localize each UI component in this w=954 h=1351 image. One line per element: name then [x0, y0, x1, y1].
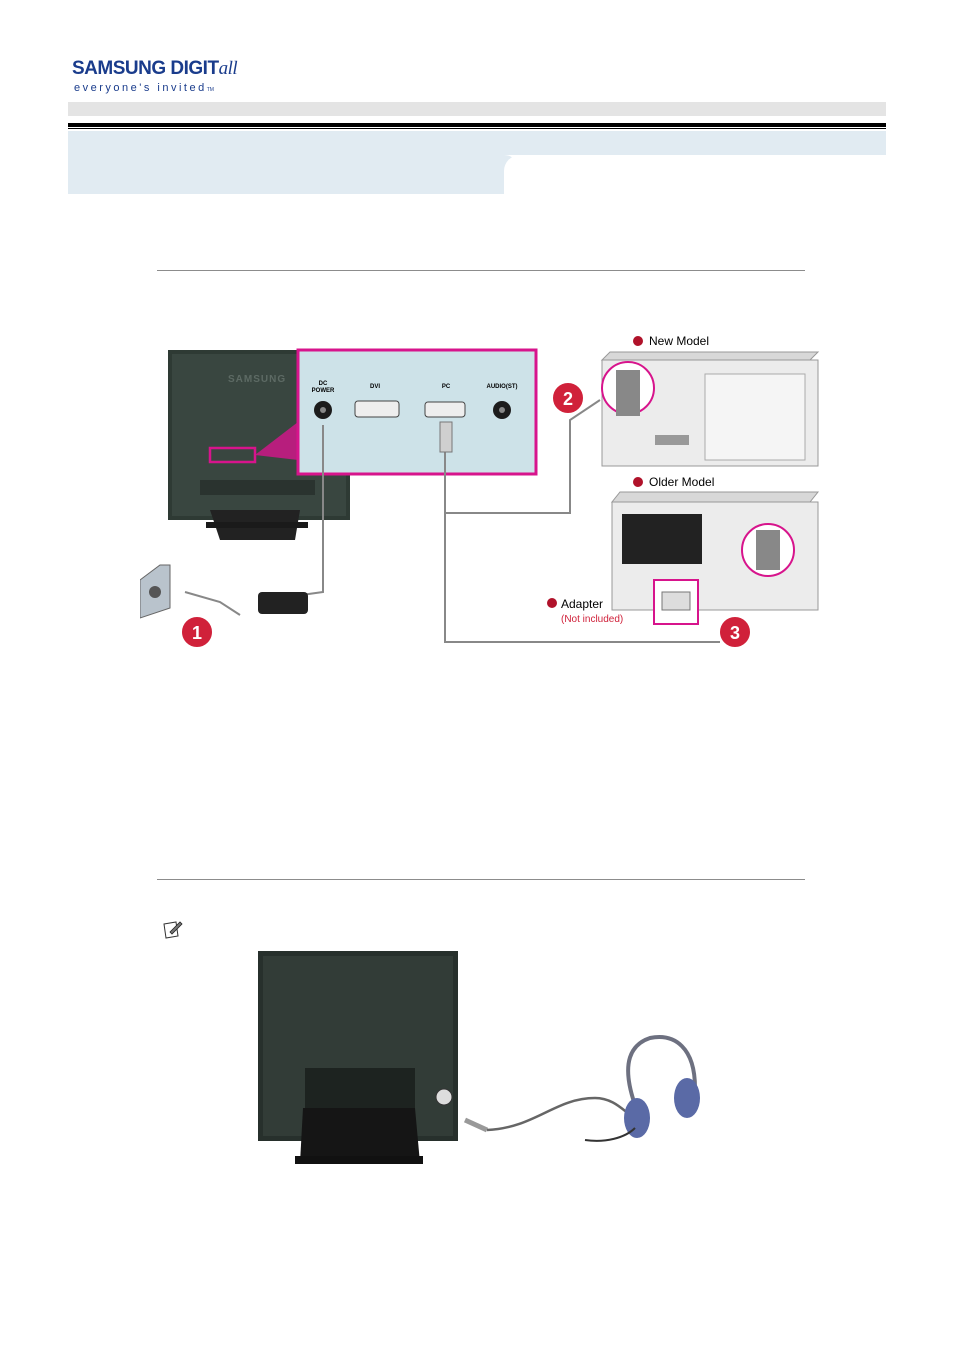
port-label-dc-2: POWER — [312, 388, 335, 394]
header-rule-thick — [68, 123, 886, 127]
title-band — [68, 131, 504, 194]
section-divider — [157, 879, 805, 880]
callout-2 — [551, 381, 585, 415]
power-adapter-icon — [258, 592, 308, 614]
adapter-note: (Not included) — [561, 614, 623, 625]
port-label-audio: AUDIO(ST) — [487, 384, 518, 390]
headset-icon — [463, 1035, 700, 1142]
section-divider — [157, 270, 805, 271]
port-connectors — [314, 400, 511, 419]
new-model-bullet-icon — [633, 336, 643, 346]
note-pencil-icon — [163, 921, 183, 939]
title-band-corner-mask — [504, 155, 520, 194]
header-rule-thin — [68, 128, 886, 129]
port-label-dvi: DVI — [370, 384, 380, 390]
callout-1-label: 1 — [192, 623, 202, 643]
new-model-pc-illustration — [600, 351, 820, 467]
vga-plug — [439, 421, 453, 453]
port-label-dc-1: DC — [319, 381, 328, 387]
monitor-rear-photo — [258, 951, 458, 1164]
logo-main-text: SAMSUNG DIGIT — [72, 58, 219, 79]
logo-tagline: everyone's invited — [74, 82, 207, 94]
logo-tm: TM — [206, 87, 214, 93]
older-model-pc-illustration — [610, 491, 820, 625]
title-band-tab — [504, 131, 886, 155]
wall-outlet-icon — [140, 564, 171, 619]
monitor-brand: SAMSUNG — [228, 374, 286, 385]
older-model-label: Older Model — [649, 475, 714, 489]
header-grey-band — [68, 102, 886, 116]
new-model-label: New Model — [649, 334, 709, 348]
connection-diagram: SAMSUNG DC POWER DVI PC AUDIO(ST) 1 2 3 … — [140, 334, 820, 649]
adapter-label: Adapter — [561, 597, 603, 611]
callout-3 — [718, 615, 752, 649]
headset-connection-illustration — [258, 951, 700, 1164]
callout-1 — [180, 615, 214, 649]
samsung-logo: SAMSUNG DIGITall everyone's invitedTM — [68, 56, 238, 100]
callout-2-label: 2 — [563, 389, 573, 409]
callout-3-label: 3 — [730, 623, 740, 643]
port-label-pc: PC — [442, 384, 451, 390]
logo-all-text: all — [218, 58, 238, 79]
adapter-bullet-icon — [547, 598, 557, 608]
older-model-bullet-icon — [633, 477, 643, 487]
